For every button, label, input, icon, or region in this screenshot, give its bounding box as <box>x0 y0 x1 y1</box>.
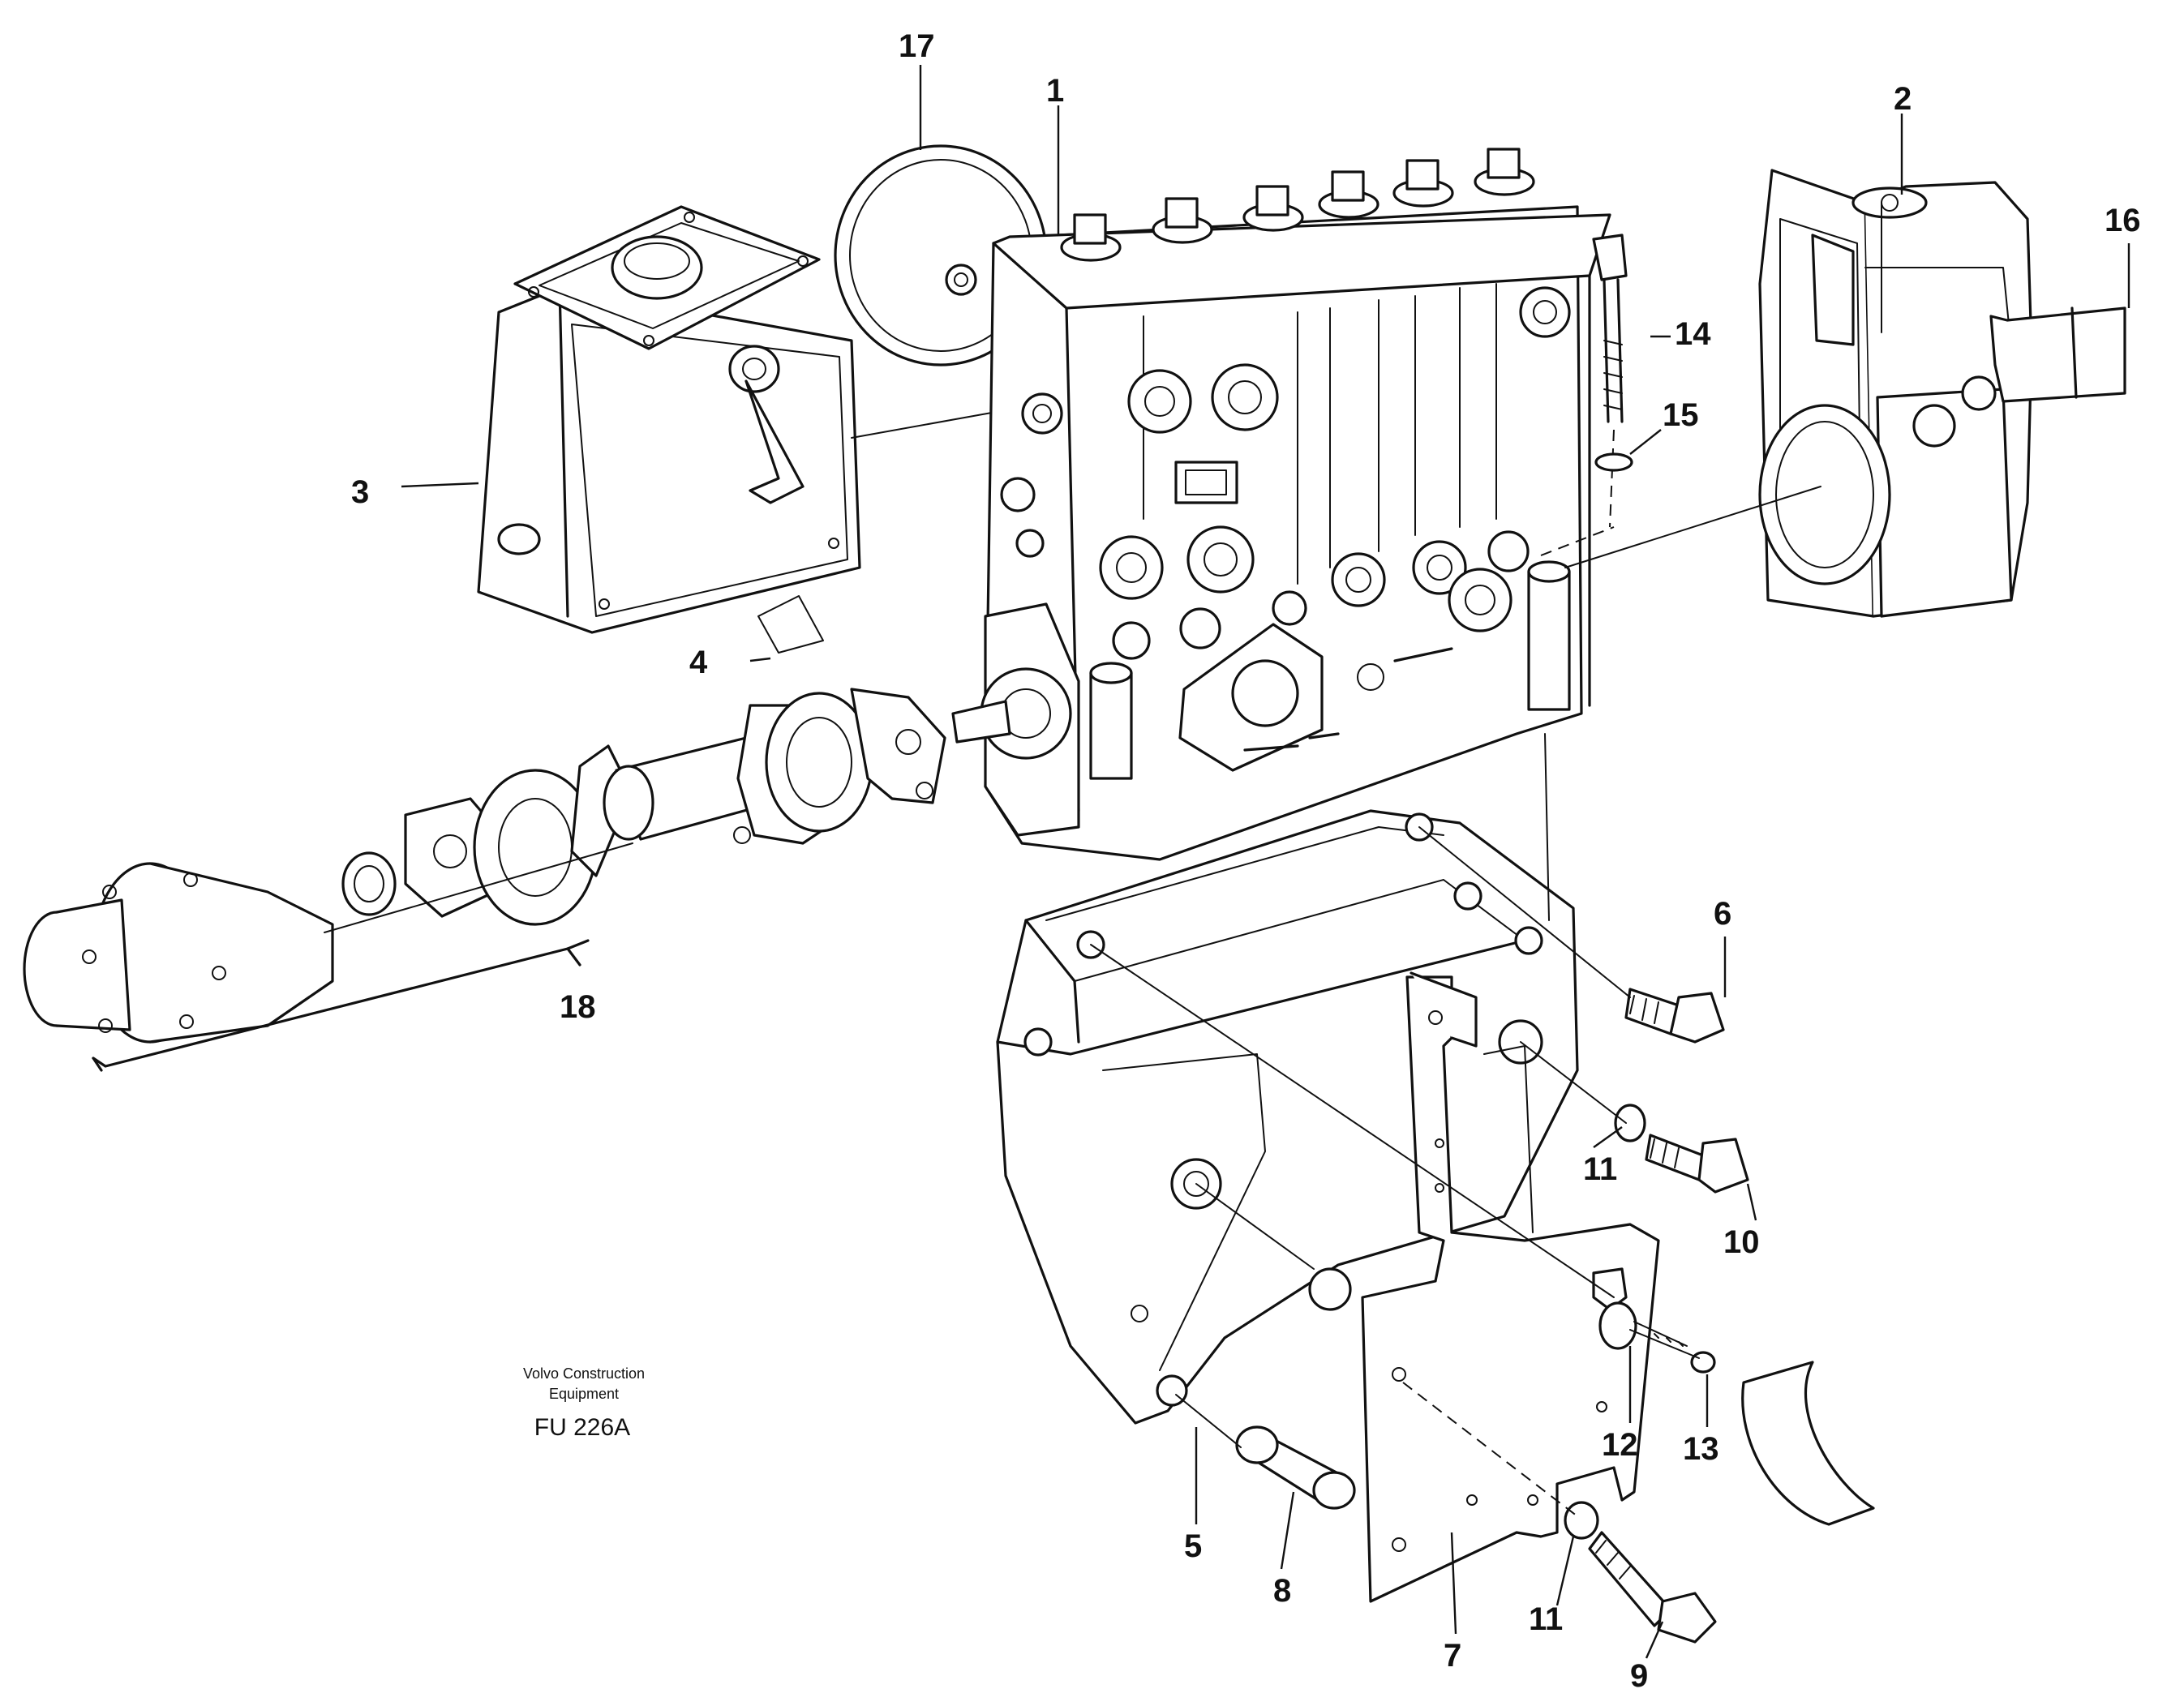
part-15-washer <box>1594 452 1633 472</box>
part-8-spacer <box>1235 1425 1356 1510</box>
callout-1: 1 <box>1046 73 1064 109</box>
caption: Volvo Construction Equipment FU 226A <box>523 1365 645 1441</box>
callout-2: 2 <box>1894 81 1912 117</box>
callout-9: 9 <box>1630 1658 1648 1694</box>
caption-figure-code: FU 226A <box>534 1414 630 1441</box>
callout-10: 10 <box>1723 1224 1760 1260</box>
callout-7: 7 <box>1444 1638 1461 1674</box>
part-9-bolt <box>1588 1531 1717 1644</box>
assembly-lines <box>1090 733 1700 1517</box>
callout-14: 14 <box>1675 316 1711 352</box>
callout-11-upper: 11 <box>1583 1151 1617 1187</box>
callout-4: 4 <box>689 645 708 680</box>
callout-17: 17 <box>899 28 935 64</box>
part-11-washer-lower <box>1564 1501 1599 1540</box>
part-7-plate <box>1361 971 1660 1603</box>
part-3-governor-housing <box>477 205 1010 634</box>
callout-8: 8 <box>1273 1573 1291 1609</box>
callout-12: 12 <box>1602 1427 1638 1463</box>
callout-15: 15 <box>1663 397 1699 433</box>
callout-labels: 1 2 3 4 5 6 7 8 9 10 11 11 12 13 14 15 1… <box>351 28 2141 1694</box>
part-16-block <box>1989 306 2126 403</box>
part-10-bolt <box>1645 1134 1749 1194</box>
part-14-long-bolt <box>1540 234 1628 556</box>
half-shell-guard <box>1741 1361 1875 1526</box>
part-2-feed-housing <box>1564 169 2033 618</box>
callout-5: 5 <box>1184 1528 1202 1564</box>
part-13-screw <box>1690 1351 1716 1374</box>
callout-16: 16 <box>2105 203 2141 238</box>
delivery-valves <box>1060 148 1535 262</box>
part-1-injection-pump <box>951 148 1611 861</box>
part-18-coupling-assembly <box>23 688 946 1072</box>
part-6-bolt <box>1624 988 1725 1044</box>
part-4-handle <box>744 379 824 654</box>
callout-11-lower: 11 <box>1529 1601 1563 1637</box>
callout-18: 18 <box>560 989 596 1025</box>
caption-company-line1: Volvo Construction <box>523 1365 645 1382</box>
part-11-washer-upper <box>1614 1104 1646 1142</box>
leader-lines <box>401 65 2130 1659</box>
part-5-bracket <box>996 809 1579 1425</box>
part-12-clip <box>1592 1267 1688 1350</box>
callout-6: 6 <box>1714 896 1731 932</box>
callout-3: 3 <box>351 474 369 510</box>
callout-13: 13 <box>1683 1431 1719 1467</box>
caption-company-line2: Equipment <box>549 1386 619 1402</box>
